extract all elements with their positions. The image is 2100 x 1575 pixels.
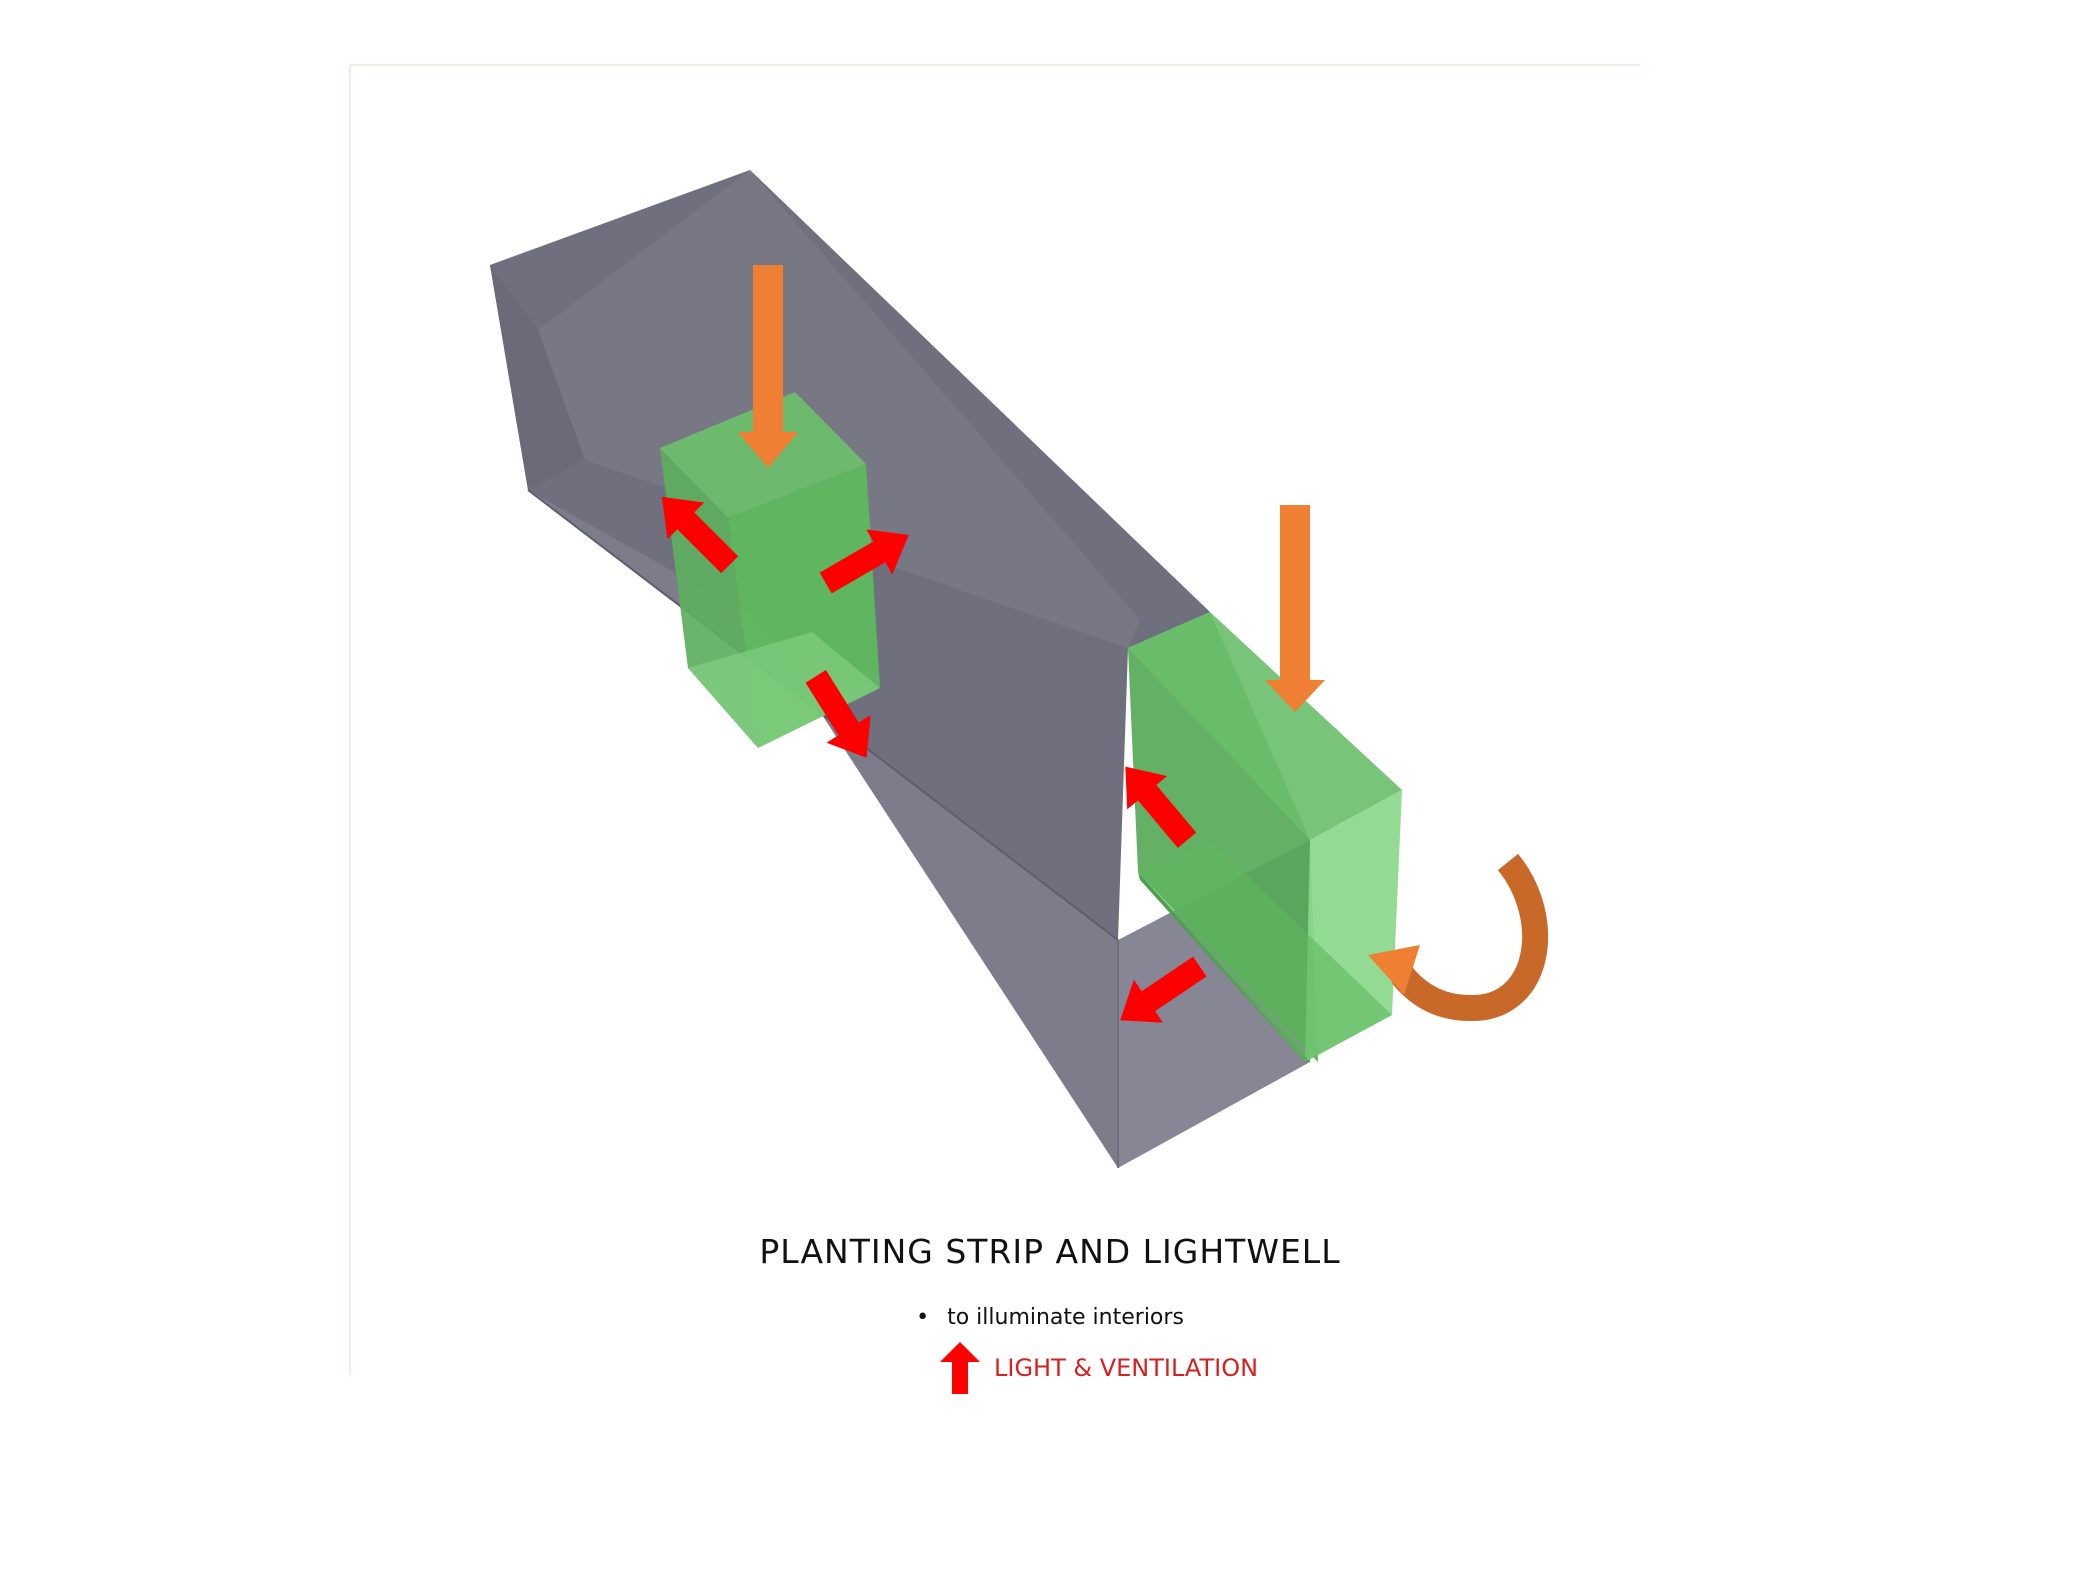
note-text: to illuminate interiors [947,1305,1184,1330]
lightwell [1128,612,1402,1062]
legend-label: LIGHT & VENTILATION [994,1354,1259,1382]
ventilation-arrow-strip-bottom [805,670,871,758]
ventilation-arrow-lightwell-upper [1125,766,1197,848]
ventilation-arrow-strip-left [661,496,739,574]
red-up-arrow-icon [940,1342,980,1394]
diagram-note: • to illuminate interiors [0,1305,2100,1330]
building-inner-wall [538,170,1140,648]
planting-strip [660,392,880,748]
bullet-icon: • [916,1305,930,1330]
lightwell-top-face [1128,612,1402,840]
legend: LIGHT & VENTILATION [940,1342,1258,1394]
wind-curved-arrow [1368,853,1549,1022]
sunlight-arrow-right [1265,505,1325,712]
ventilation-arrow-lightwell-lower [1120,956,1207,1023]
planting-strip-base [688,632,880,748]
diagram-title: PLANTING STRIP AND LIGHTWELL [759,1232,1341,1271]
ventilation-arrow-strip-right [819,529,909,594]
sunlight-arrow-left [738,265,798,468]
lightwell-floor-face [1138,840,1392,1062]
building-end-face [490,265,585,490]
